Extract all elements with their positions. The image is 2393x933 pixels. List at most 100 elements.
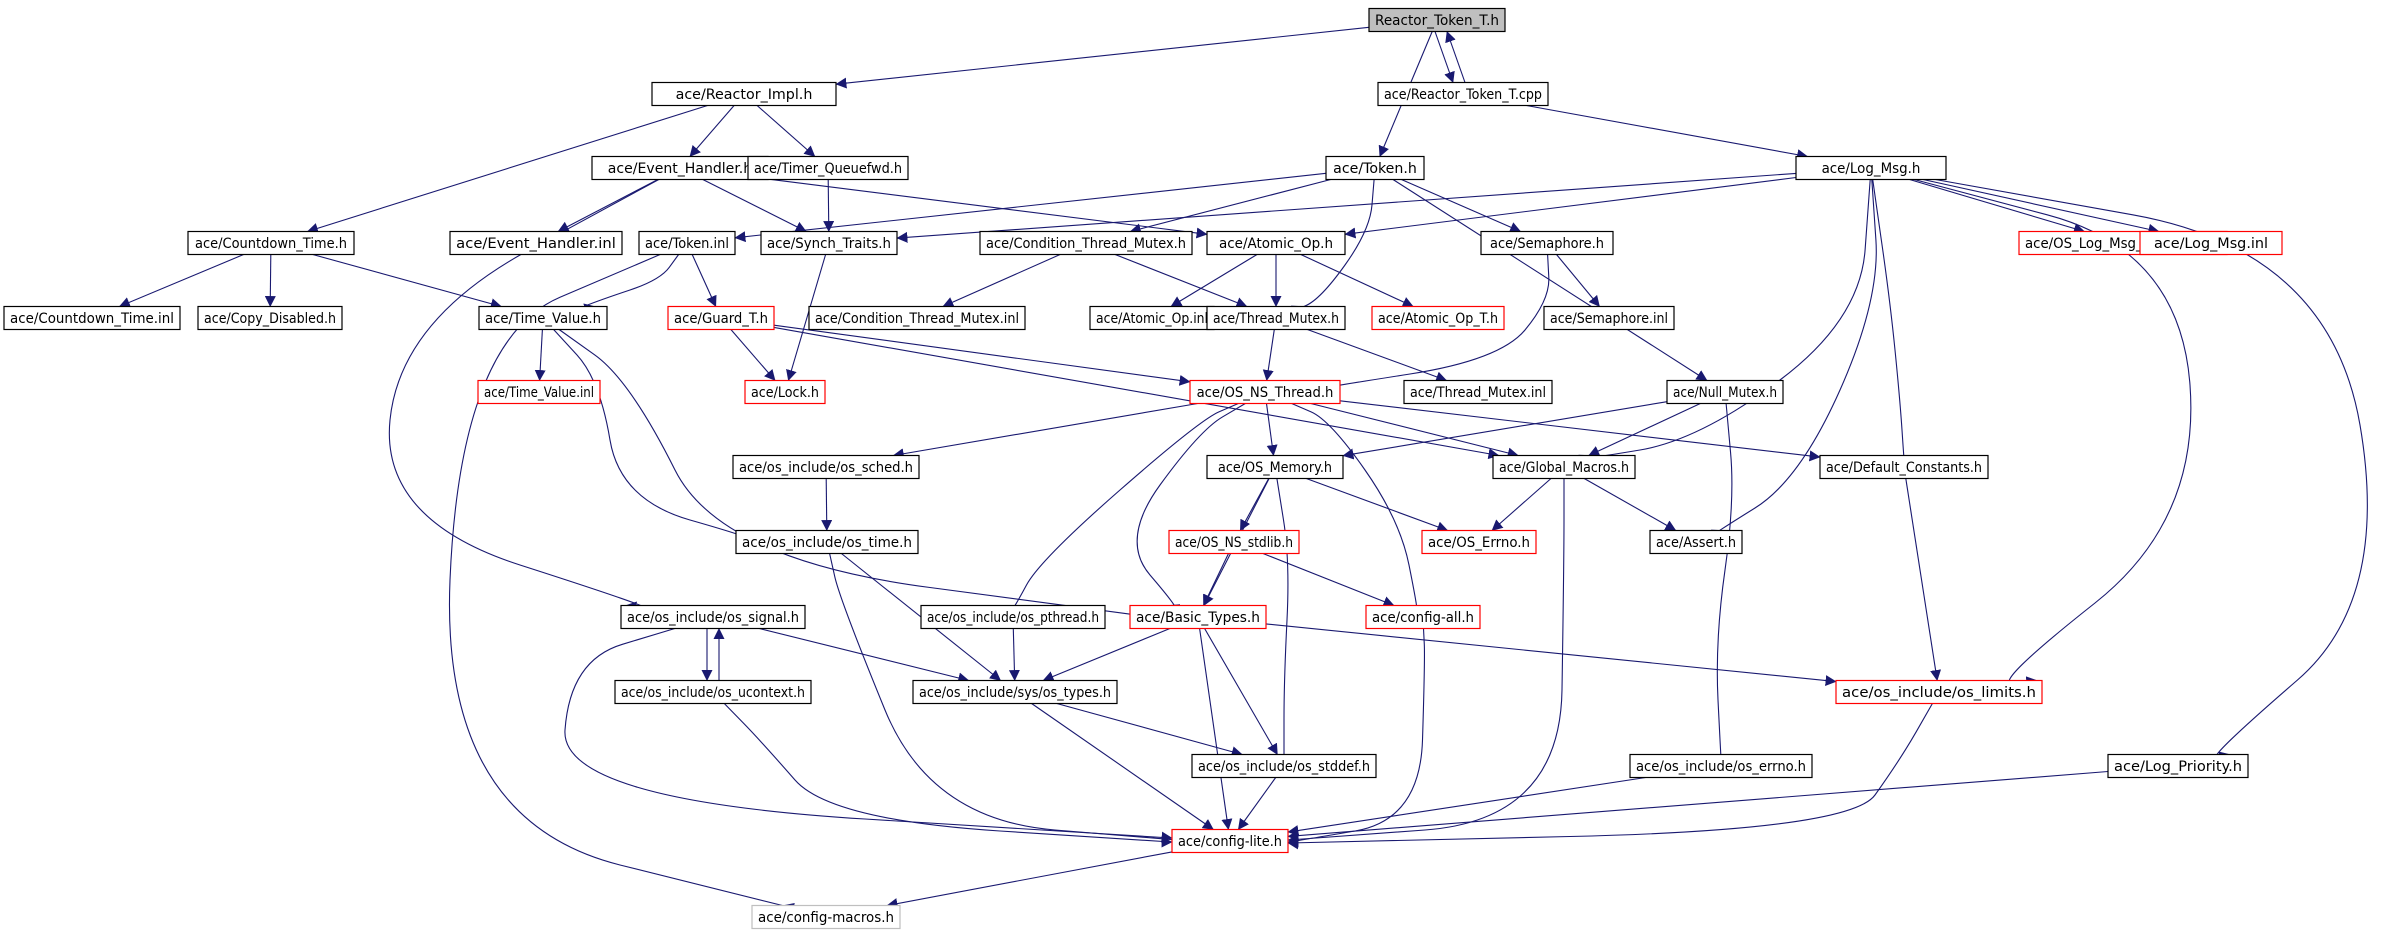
node-ace-os-ns-stdlib-h[interactable]: ace/OS_NS_stdlib.h [1168,529,1300,555]
node-ace-os-include-os-time-h[interactable]: ace/os_include/os_time.h [735,529,919,555]
node-label: ace/Reactor_Token_T.cpp [1384,87,1542,103]
edge-n1-n3 [689,105,735,157]
node-box [667,305,775,331]
node-label: ace/Guard_T.h [674,311,768,327]
edge-n22-n27 [1262,329,1275,382]
edge-n5-n29 [1392,179,1708,381]
node-ace-global-macros-h[interactable]: ace/Global_Macros.h [1492,454,1636,480]
edge-n11-n20 [942,253,1061,308]
node-ace-thread-mutex-inl[interactable]: ace/Thread_Mutex.inl [1403,379,1553,405]
node-ace-os-include-os-signal-h[interactable]: ace/os_include/os_signal.h [620,604,806,630]
node-label: ace/OS_Memory.h [1218,460,1332,476]
node-ace-os-include-os-sched-h[interactable]: ace/os_include/os_sched.h [732,454,920,480]
edge-n22-n28 [1307,328,1448,383]
node-ace-atomic-op-inl[interactable]: ace/Atomic_Op.inl [1089,305,1215,331]
edge-n1-n7 [306,104,708,234]
node-label: ace/Condition_Thread_Mutex.h [986,236,1186,252]
edge-n19-n27 [773,324,1191,386]
edge-n40-n45 [1204,628,1278,755]
node-ace-atomic-op-t-h[interactable]: ace/Atomic_Op_T.h [1371,305,1505,331]
node-label: ace/Basic_Types.h [1136,610,1260,626]
node-ace-guard-t-h[interactable]: ace/Guard_T.h [667,305,775,331]
edge-n43-n45 [1056,702,1243,758]
node-ace-synch-traits-h[interactable]: ace/Synch_Traits.h [760,230,898,256]
node-ace-time-value-h[interactable]: ace/Time_Value.h [478,305,608,331]
node-ace-event-handler-inl[interactable]: ace/Event_Handler.inl [449,230,623,256]
node-label: ace/Thread_Mutex.inl [1410,385,1546,401]
node-ace-time-value-inl[interactable]: ace/Time_Value.inl [477,379,601,405]
node-box [1206,454,1344,480]
edge-n5-n11 [1129,178,1331,235]
node-label: ace/os_include/os_errno.h [1636,759,1806,775]
node-ace-event-handler-h[interactable]: ace/Event_Handler.h [591,155,769,181]
edge-n40-n43 [1042,627,1171,682]
edge-n34-n48 [829,553,1183,846]
node-ace-log-msg-inl[interactable]: ace/Log_Msg.inl [2139,230,2283,256]
node-ace-token-h[interactable]: ace/Token.h [1325,155,1425,181]
node-ace-config-all-h[interactable]: ace/config-all.h [1365,604,1481,630]
node-box [620,604,806,630]
edge-n27-n40 [1136,403,1246,615]
node-ace-lock-h[interactable]: ace/Lock.h [744,379,826,405]
node-label: ace/Countdown_Time.inl [10,311,174,327]
node-label: ace/Log_Msg.inl [2154,236,2268,252]
node-box [1666,379,1784,405]
node-label: ace/Atomic_Op.inl [1096,311,1208,327]
node-ace-countdown-time-inl[interactable]: ace/Countdown_Time.inl [3,305,181,331]
node-label: ace/Timer_Queuefwd.h [754,161,902,177]
edge-n0-n1 [835,26,1370,89]
node-box [1368,7,1506,33]
edge-n38-n43 [759,627,970,684]
node-ace-os-include-os-limits-h[interactable]: ace/os_include/os_limits.h [1835,679,2043,705]
node-ace-reactor-token-t-cpp[interactable]: ace/Reactor_Token_T.cpp [1377,81,1549,107]
edge-n2-n0 [1445,30,1466,83]
node-ace-countdown-time-h[interactable]: ace/Countdown_Time.h [187,230,355,256]
node-ace-os-include-os-ucontext-h[interactable]: ace/os_include/os_ucontext.h [614,679,812,705]
node-ace-semaphore-inl[interactable]: ace/Semaphore.inl [1543,305,1675,331]
node-ace-condition-thread-mutex-inl[interactable]: ace/Condition_Thread_Mutex.inl [808,305,1026,331]
edge-n40-n44 [1265,623,1837,687]
node-ace-reactor-impl-h[interactable]: ace/Reactor_Impl.h [651,81,837,107]
node-ace-copy-disabled-h[interactable]: ace/Copy_Disabled.h [197,305,343,331]
edge-n30-n34 [821,478,833,532]
node-box [1168,529,1300,555]
node-ace-os-errno-h[interactable]: ace/OS_Errno.h [1421,529,1537,555]
node-ace-log-priority-h[interactable]: ace/Log_Priority.h [2107,753,2249,779]
node-ace-timer-queuefwd-h[interactable]: ace/Timer_Queuefwd.h [747,155,909,181]
edge-n5-n9 [734,172,1327,243]
node-ace-null-mutex-h[interactable]: ace/Null_Mutex.h [1666,379,1784,405]
node-ace-os-memory-h[interactable]: ace/OS_Memory.h [1206,454,1344,480]
node-label: ace/Thread_Mutex.h [1213,311,1339,327]
node-box [477,379,601,405]
edge-n42-n48 [723,703,1173,848]
node-ace-os-include-os-pthread-h[interactable]: ace/os_include/os_pthread.h [920,604,1106,630]
node-box [747,155,909,181]
node-label: ace/config-macros.h [758,910,894,926]
edge-n27-n41 [1291,402,1426,618]
node-ace-default-constants-h[interactable]: ace/Default_Constants.h [1819,454,1989,480]
node-box [1129,604,1267,630]
node-ace-token-inl[interactable]: ace/Token.inl [638,230,736,256]
node-box [2139,230,2283,256]
edge-n9-n18 [576,254,680,315]
node-ace-thread-mutex-h[interactable]: ace/Thread_Mutex.h [1206,305,1346,331]
node-ace-os-include-sys-os-types-h[interactable]: ace/os_include/sys/os_types.h [912,679,1118,705]
node-box [1365,604,1481,630]
node-ace-semaphore-h[interactable]: ace/Semaphore.h [1480,230,1614,256]
node-ace-condition-thread-mutex-h[interactable]: ace/Condition_Thread_Mutex.h [979,230,1193,256]
node-label: ace/config-lite.h [1178,834,1282,850]
node-ace-os-ns-thread-h[interactable]: ace/OS_NS_Thread.h [1189,379,1341,405]
node-ace-os-include-os-stddef-h[interactable]: ace/os_include/os_stddef.h [1191,753,1377,779]
edge-n43-n48 [1031,703,1214,830]
node-ace-log-msg-h[interactable]: ace/Log_Msg.h [1795,155,1947,181]
node-label: ace/Time_Value.inl [484,385,594,401]
node-box [1171,828,1289,854]
node-box [1191,753,1377,779]
node-ace-config-macros-h[interactable]: ace/config-macros.h [751,904,901,930]
node-ace-assert-h[interactable]: ace/Assert.h [1649,529,1743,555]
node-ace-basic-types-h[interactable]: ace/Basic_Types.h [1129,604,1267,630]
node-ace-atomic-op-h[interactable]: ace/Atomic_Op.h [1206,230,1346,256]
node-ace-os-include-os-errno-h[interactable]: ace/os_include/os_errno.h [1629,753,1813,779]
node-ace-config-lite-h[interactable]: ace/config-lite.h [1171,828,1289,854]
